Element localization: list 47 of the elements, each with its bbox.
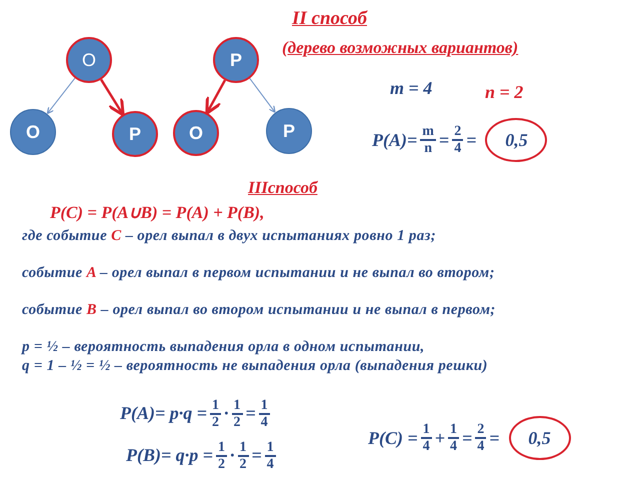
formula-text: P(C) = (368, 428, 418, 448)
heading: IIIспособ (248, 178, 318, 198)
paragraph: q = 1 – ½ = ½ – вероятность не выпадения орла (выпадения решки) (22, 358, 489, 375)
tree-node-circle: Р (213, 37, 259, 83)
formula-text: = (246, 403, 256, 424)
formula-text: = (438, 130, 450, 150)
arrow (205, 80, 226, 115)
fraction: 1 2 (238, 440, 249, 472)
fraction: 2 4 (475, 422, 486, 454)
paragraph: событие A – орел выпал в первом испытании и не выпал во втором; (22, 265, 496, 282)
arrow (249, 78, 276, 113)
formula-text: n = 2 (485, 82, 524, 103)
heading: (дерево возможных вариантов) (282, 38, 518, 58)
formula-text: P(B)= q·p = (126, 445, 214, 466)
arrow (46, 78, 76, 114)
arrow (100, 78, 125, 116)
fraction: 1 2 (210, 398, 222, 430)
formula-text: P(A)= (372, 130, 418, 150)
paragraph: где событие C – орел выпал в двух испытаниях ровно 1 раз; (22, 228, 437, 245)
formula-text: = (252, 445, 262, 466)
fraction: m n (420, 124, 436, 156)
formula-text: = (462, 428, 472, 448)
fraction: 2 4 (452, 124, 464, 156)
formula-text: P(A)= p·q = (120, 403, 208, 424)
fraction: 1 2 (232, 398, 243, 430)
fraction: 1 4 (258, 398, 270, 430)
formula-text: = (466, 130, 476, 150)
fraction: 1 2 (216, 440, 228, 472)
fraction: 1 4 (420, 422, 432, 454)
tree-node-circle: Р (266, 108, 312, 154)
formula-text: + (434, 428, 446, 448)
formula-text: = (489, 428, 500, 448)
formula-text: · (230, 445, 235, 466)
formula-text: m = 4 (390, 78, 432, 99)
tree-node-circle: О (66, 37, 112, 83)
tree-node-circle: Р (112, 111, 158, 157)
fraction: 1 4 (448, 422, 460, 454)
formula-text: P(C) = P(A∪B) = P(A) + P(B), (50, 202, 264, 223)
answer-circle: 0,5 (508, 416, 571, 460)
tree-node-circle: О (10, 109, 56, 155)
paragraph: событие B – орел выпал во втором испытании и не выпал в первом; (22, 302, 497, 319)
fraction: 1 4 (264, 440, 276, 472)
paragraph: p = ½ – вероятность выпадения орла в одном испытании, (22, 339, 426, 356)
heading: II способ (292, 8, 367, 30)
formula-text: · (224, 403, 229, 424)
answer-circle: 0,5 (485, 118, 548, 162)
tree-node-circle: О (173, 110, 219, 156)
